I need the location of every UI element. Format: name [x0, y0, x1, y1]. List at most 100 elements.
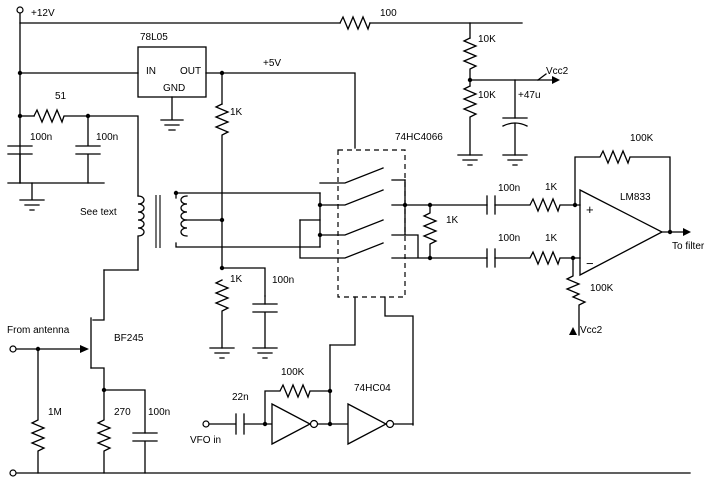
ground-icon [252, 347, 278, 359]
inverter-1-output [317, 344, 331, 425]
drain-lead [92, 269, 105, 321]
capacitor-22n [208, 413, 266, 435]
from-antenna-label: From antenna [7, 325, 70, 336]
resistor-1k-bias-top-label: 1K [230, 107, 243, 118]
opamp-stage: 100n 1K 100n 1K LM833 + − 100K To filter… [486, 133, 705, 336]
capacitor-100n-bot [486, 248, 496, 268]
supply-section: +12V 100 10K Vcc2 10K +47u 78L05 IN OUT … [7, 6, 569, 211]
see-text-label: See text [80, 207, 117, 218]
junction-dot [17, 70, 23, 76]
output-arrow-icon [683, 228, 691, 236]
source-lead [90, 367, 105, 391]
secondary-winding [180, 195, 188, 237]
regulator-in-label: IN [146, 66, 156, 77]
ground-icon [19, 182, 45, 211]
vcc2-bottom-arrow-icon [569, 327, 577, 335]
ground-icon [502, 154, 528, 166]
junction-dot [327, 388, 333, 394]
resistor-1k-in-bot-label: 1K [545, 233, 558, 244]
antenna-input: From antenna BF245 1M 270 100n [7, 269, 691, 477]
resistor-51-label: 51 [55, 91, 67, 102]
capacitor-100n-a-label: 100n [30, 132, 52, 143]
switch-4 [299, 219, 406, 259]
control-line-b [384, 296, 414, 426]
junction-dot [85, 113, 91, 119]
ic-74hc4066-label: 74HC4066 [395, 132, 443, 143]
vfo-section: VFO in 22n 100K 74HC04 [190, 344, 414, 446]
control-line-a [329, 296, 356, 346]
ground-icon [209, 347, 235, 359]
capacitor-100n-source-label: 100n [148, 407, 170, 418]
cap47u-label: +47u [518, 90, 541, 101]
capacitor-100n-bias [252, 303, 278, 349]
junction-dot [317, 202, 323, 208]
resistor-270-label: 270 [114, 407, 131, 418]
vcc2-arrowhead [552, 76, 560, 84]
primary-winding [137, 195, 145, 271]
capacitor-100n-b-label: 100n [96, 132, 118, 143]
capacitor-100n-top [486, 195, 496, 215]
resistor-10k-bot-label: 10K [478, 90, 496, 101]
supply-label: +12V [31, 8, 55, 19]
capacitor-100n-bot-label: 100n [498, 233, 520, 244]
cap47u-plate-bot [502, 122, 528, 127]
switch-output-wires [404, 179, 488, 259]
junction-dot [402, 202, 408, 208]
regulator-gnd-label: GND [163, 83, 185, 94]
vcc2-bottom-label: Vcc2 [580, 325, 603, 336]
resistor-1k-bias-top [214, 103, 230, 269]
resistor-100k-inverter-label: 100K [281, 367, 305, 378]
capacitor-100n-b [75, 115, 101, 184]
resistor-100k-inverter [264, 383, 331, 425]
resistor-1k-in-top-label: 1K [545, 182, 558, 193]
ground-terminal[interactable] [9, 469, 17, 477]
capacitor-100n-source [132, 432, 158, 474]
inverter-1-bubble [309, 419, 319, 429]
resistor-270 [96, 389, 112, 474]
junction-dot [572, 202, 578, 208]
inverter-2-bubble [385, 419, 395, 429]
resistor-1k-bias-bot [214, 279, 230, 349]
secondary-top-wire [175, 192, 321, 199]
ic-74hc04-label: 74HC04 [354, 383, 391, 394]
regulator-out-label: OUT [180, 66, 201, 77]
resistor-1k-bridge [422, 204, 438, 259]
ic-74hc4066-outline [337, 149, 406, 298]
resistor-10k-top [462, 37, 478, 87]
resistor-1k-in-bot [494, 250, 576, 266]
plus5-label: +5V [263, 58, 281, 69]
capacitor-100n-top-label: 100n [498, 183, 520, 194]
inverter-2 [329, 402, 388, 446]
resistor-100 [339, 15, 371, 31]
transformer: See text [80, 190, 321, 271]
antenna-terminal[interactable] [9, 345, 17, 353]
transformer-core [155, 195, 161, 248]
junction-dot [219, 265, 225, 271]
vcc2-top-label: Vcc2 [546, 66, 569, 77]
resistor-100k-bias-label: 100K [590, 283, 614, 294]
jfet-label: BF245 [114, 333, 144, 344]
inverter-1 [264, 402, 312, 446]
supply-terminal[interactable] [16, 6, 24, 14]
resistor-1k-bridge-label: 1K [446, 215, 459, 226]
jfet-gate-arrow-icon [80, 345, 89, 353]
secondary-bot-wire [175, 242, 321, 248]
switch-1 [319, 167, 406, 184]
switch-ic: 74HC4066 1K [299, 132, 488, 426]
ground-icon [457, 154, 483, 166]
resistor-1m [30, 348, 46, 474]
plus5-wire [205, 72, 356, 149]
opamp-input-leads [574, 204, 581, 259]
regulator-ground-icon [160, 96, 184, 131]
junction-dot [173, 190, 179, 196]
capacitor-100n-bias-label: 100n [272, 275, 294, 286]
resistor-1k-bias-bot-label: 1K [230, 274, 243, 285]
switch-3 [319, 219, 406, 236]
capacitor-100n-a [7, 145, 33, 184]
resistor-100k-bias [565, 257, 587, 336]
regulator-label: 78L05 [140, 32, 168, 43]
junction-dot [219, 70, 225, 76]
switch-2 [319, 189, 406, 248]
vfo-terminal[interactable] [202, 420, 210, 428]
